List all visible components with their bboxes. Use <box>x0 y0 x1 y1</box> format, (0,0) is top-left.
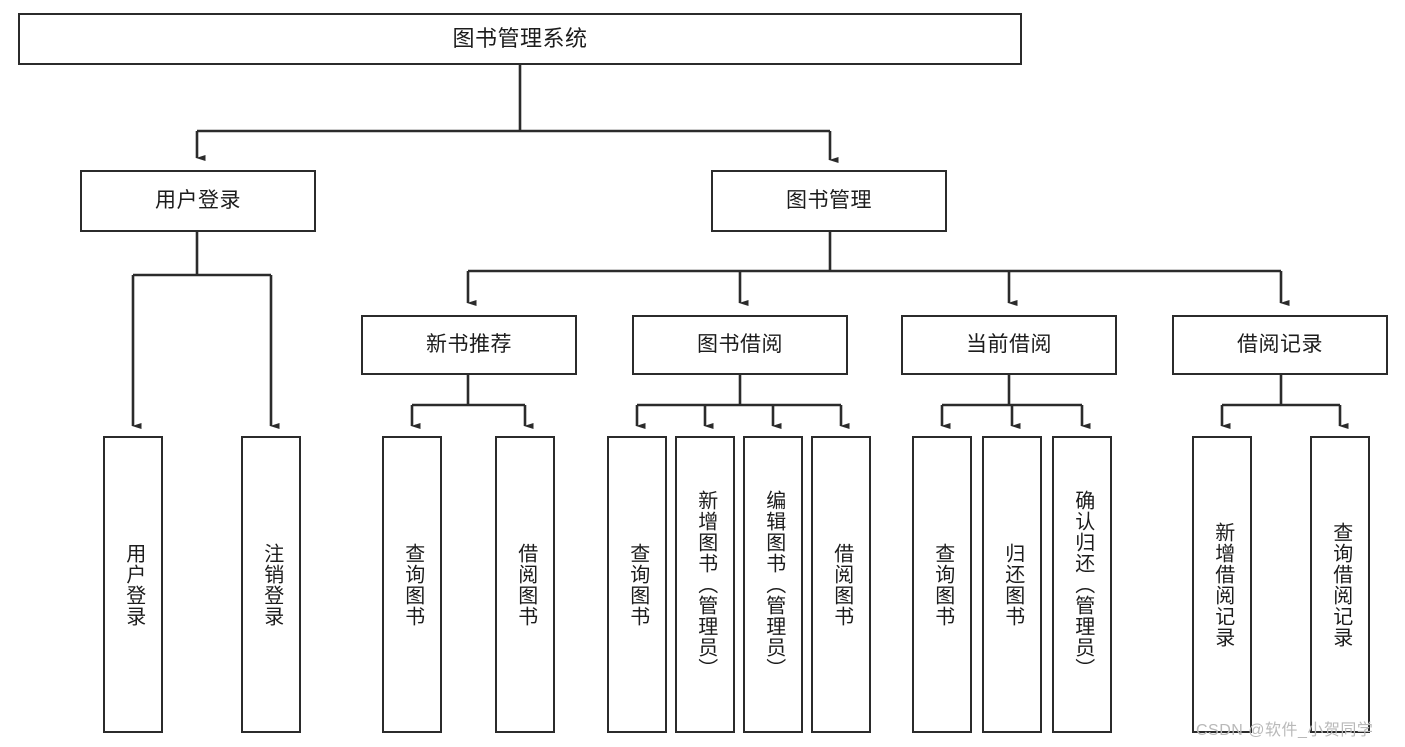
node-leaf-query-borrow-record[interactable]: 查询借阅记录 <box>1310 436 1370 733</box>
node-label: 查询图书 <box>931 542 954 627</box>
node-label: 借阅记录 <box>1237 332 1323 356</box>
node-label: 确认归还（管理员） <box>1071 490 1094 679</box>
node-label: 用户登录 <box>122 542 145 627</box>
node-leaf-borrow-book-recommend[interactable]: 借阅图书 <box>495 436 555 733</box>
node-borrow-record[interactable]: 借阅记录 <box>1172 315 1388 375</box>
node-label: 查询借阅记录 <box>1329 521 1352 648</box>
node-leaf-add-book[interactable]: 新增图书（管理员） <box>675 436 735 733</box>
node-leaf-confirm-return[interactable]: 确认归还（管理员） <box>1052 436 1112 733</box>
node-leaf-query-book-borrow[interactable]: 查询图书 <box>607 436 667 733</box>
node-label: 借阅图书 <box>830 542 853 627</box>
node-leaf-edit-book[interactable]: 编辑图书（管理员） <box>743 436 803 733</box>
node-label: 编辑图书（管理员） <box>762 490 785 679</box>
node-leaf-return-book[interactable]: 归还图书 <box>982 436 1042 733</box>
node-leaf-query-book-recommend[interactable]: 查询图书 <box>382 436 442 733</box>
node-label: 新书推荐 <box>426 332 512 356</box>
csdn-watermark: CSDN @软件_小贺同学 <box>1196 722 1374 739</box>
node-label: 注销登录 <box>260 542 283 627</box>
node-leaf-user-logout[interactable]: 注销登录 <box>241 436 301 733</box>
node-current-borrow[interactable]: 当前借阅 <box>901 315 1117 375</box>
node-book-borrow[interactable]: 图书借阅 <box>632 315 848 375</box>
node-label: 用户登录 <box>155 188 241 212</box>
node-label: 图书管理 <box>786 188 872 212</box>
node-user-login[interactable]: 用户登录 <box>80 170 316 232</box>
node-book-management[interactable]: 图书管理 <box>711 170 947 232</box>
node-label: 查询图书 <box>401 542 424 627</box>
node-label: 查询图书 <box>626 542 649 627</box>
node-label: 新增借阅记录 <box>1211 521 1234 648</box>
node-label: 图书管理系统 <box>452 26 588 52</box>
node-label: 图书借阅 <box>697 332 783 356</box>
node-leaf-add-borrow-record[interactable]: 新增借阅记录 <box>1192 436 1252 733</box>
node-leaf-query-book-current[interactable]: 查询图书 <box>912 436 972 733</box>
node-leaf-user-login[interactable]: 用户登录 <box>103 436 163 733</box>
node-label: 新增图书（管理员） <box>694 490 717 679</box>
node-new-book-recommend[interactable]: 新书推荐 <box>361 315 577 375</box>
node-label: 当前借阅 <box>966 332 1052 356</box>
node-label: 借阅图书 <box>514 542 537 627</box>
node-leaf-borrow-book[interactable]: 借阅图书 <box>811 436 871 733</box>
node-label: 归还图书 <box>1001 542 1024 627</box>
node-root-book-management-system[interactable]: 图书管理系统 <box>18 13 1022 65</box>
